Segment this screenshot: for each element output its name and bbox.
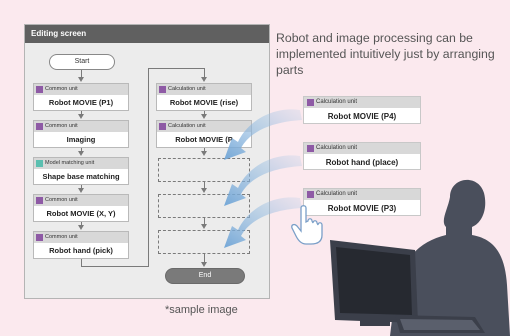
arrow-down-icon — [201, 224, 207, 229]
arrow-down-icon — [78, 77, 84, 82]
palette-unit-block[interactable]: Calculation unit Robot hand (place) — [303, 142, 421, 170]
palette-unit-block[interactable]: Calculation unit Robot MOVIE (P3) — [303, 188, 421, 216]
flow-connector — [204, 68, 205, 78]
arrow-down-icon — [78, 151, 84, 156]
flow-connector — [81, 266, 148, 267]
arrow-down-icon — [201, 151, 207, 156]
flow-connector — [204, 218, 205, 226]
flow-connector — [204, 111, 205, 116]
flow-connector — [204, 148, 205, 153]
unit-type-label: Calculation unit — [316, 99, 358, 105]
unit-type-label: Common unit — [45, 197, 78, 203]
person-silhouette — [390, 179, 510, 336]
unit-block[interactable]: Common unit Robot MOVIE (P1) — [33, 83, 129, 111]
user-at-computer-illustration — [330, 179, 510, 336]
palette-unit-block[interactable]: Calculation unit Robot MOVIE (P4) — [303, 96, 421, 124]
unit-block[interactable]: Common unit Robot MOVIE (X, Y) — [33, 194, 129, 222]
flow-connector — [148, 68, 204, 69]
unit-type-label: Calculation unit — [168, 123, 206, 129]
unit-block[interactable]: Calculation unit Robot MOVIE (rise) — [156, 83, 252, 111]
flow-connector — [81, 185, 82, 190]
unit-type-label: Common unit — [45, 123, 78, 129]
flow-connector — [81, 111, 82, 116]
flow-connector — [81, 148, 82, 153]
unit-type-label: Model matching unit — [45, 160, 95, 166]
end-node[interactable]: End — [165, 268, 245, 284]
flow-connector — [81, 259, 82, 266]
flow-connector — [81, 222, 82, 227]
drag-arrow-icon — [224, 155, 302, 206]
flow-connector — [81, 70, 82, 78]
panel-title: Editing screen — [25, 25, 269, 43]
description-text: Robot and image processing can be implem… — [276, 31, 495, 77]
unit-name: Robot hand (place) — [325, 158, 399, 167]
unit-block[interactable]: Common unit Imaging — [33, 120, 129, 148]
unit-name: Robot MOVIE (X, Y) — [46, 209, 116, 218]
drag-arrow-icon — [224, 109, 302, 160]
empty-slot[interactable] — [158, 158, 250, 182]
drag-arrows — [224, 109, 302, 248]
unit-block[interactable]: Common unit Robot hand (pick) — [33, 231, 129, 259]
arrow-down-icon — [201, 188, 207, 193]
unit-name: Robot MOVIE (P4) — [327, 112, 397, 121]
arrow-down-icon — [78, 225, 84, 230]
unit-name: Robot MOVIE (rise) — [169, 98, 239, 107]
unit-name: Robot hand (pick) — [49, 246, 113, 255]
empty-slot[interactable] — [158, 194, 250, 218]
arrow-down-icon — [201, 114, 207, 119]
hand-cursor-icon — [291, 205, 323, 245]
unit-type-label: Common unit — [45, 234, 78, 240]
flow-connector — [204, 254, 205, 263]
unit-type-label: Calculation unit — [168, 86, 206, 92]
arrow-down-icon — [78, 114, 84, 119]
unit-name: Robot MOVIE (P1) — [48, 98, 114, 107]
arrow-down-icon — [201, 262, 207, 267]
unit-name: Shape base matching — [42, 172, 120, 181]
unit-name: Imaging — [66, 135, 96, 144]
unit-type-label: Calculation unit — [316, 191, 358, 197]
sample-image-caption: *sample image — [165, 304, 238, 316]
empty-slot[interactable] — [158, 230, 250, 254]
arrow-down-icon — [201, 77, 207, 82]
unit-type-label: Common unit — [45, 86, 78, 92]
unit-name: Robot MOVIE (P — [175, 135, 233, 144]
start-node[interactable]: Start — [49, 54, 115, 70]
flow-connector — [148, 68, 149, 267]
arrow-down-icon — [78, 188, 84, 193]
drag-arrow-icon — [224, 197, 302, 248]
unit-name: Robot MOVIE (P3) — [327, 204, 397, 213]
unit-type-label: Calculation unit — [316, 145, 358, 151]
unit-block[interactable]: Model matching unit Shape base matching — [33, 157, 129, 185]
flow-connector — [204, 182, 205, 190]
